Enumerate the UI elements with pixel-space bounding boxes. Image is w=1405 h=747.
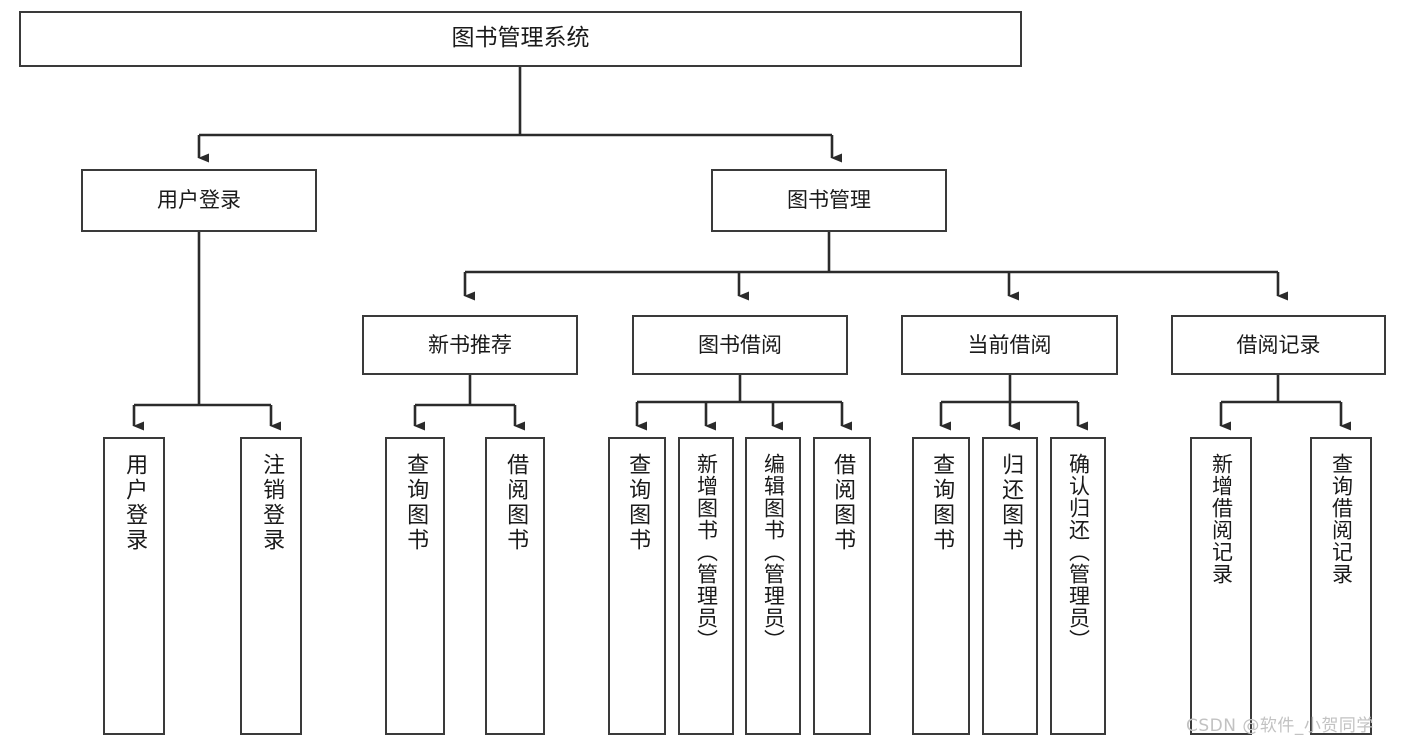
node-label: 图书借阅 [698,332,782,357]
node-label: 查询图书 [929,453,955,553]
node-leaf-user-login[interactable]: 用户登录 [103,437,165,735]
node-book-borrow[interactable]: 图书借阅 [632,315,848,375]
node-leaf-logout[interactable]: 注销登录 [240,437,302,735]
node-label: 借阅图书 [503,453,529,553]
node-leaf-query-record[interactable]: 查询借阅记录 [1310,437,1372,735]
node-leaf-add-record[interactable]: 新增借阅记录 [1190,437,1252,735]
node-leaf-add-book[interactable]: 新增图书（管理员） [678,437,734,735]
node-label: 当前借阅 [967,332,1052,357]
node-label: 新书推荐 [428,332,512,357]
node-label: 用户登录 [122,453,148,553]
csdn-watermark: CSDN @软件_小贺同学 [1186,716,1374,736]
node-label: 图书管理 [787,188,871,213]
node-leaf-confirm-return[interactable]: 确认归还（管理员） [1050,437,1106,735]
node-label: 新增借阅记录 [1209,453,1234,585]
node-label: 归还图书 [998,453,1024,553]
node-label: 编辑图书（管理员） [761,453,786,651]
node-leaf-borrow-book-1[interactable]: 借阅图书 [485,437,545,735]
node-user-login[interactable]: 用户登录 [81,169,317,232]
node-label: 查询借阅记录 [1329,453,1354,585]
node-label: 用户登录 [157,188,241,213]
node-label: 借阅图书 [830,453,856,553]
node-borrow-record[interactable]: 借阅记录 [1171,315,1386,375]
node-leaf-query-book-3[interactable]: 查询图书 [912,437,970,735]
node-leaf-edit-book[interactable]: 编辑图书（管理员） [745,437,801,735]
node-label: 查询图书 [625,453,651,553]
node-label: 查询图书 [403,453,429,553]
node-current-borrow[interactable]: 当前借阅 [901,315,1118,375]
node-label: 图书管理系统 [451,25,590,52]
node-book-manage[interactable]: 图书管理 [711,169,947,232]
node-root-system[interactable]: 图书管理系统 [19,11,1022,67]
node-label: 确认归还（管理员） [1066,453,1091,651]
node-leaf-query-book-1[interactable]: 查询图书 [385,437,445,735]
node-label: 新增图书（管理员） [694,453,719,651]
node-leaf-return-book[interactable]: 归还图书 [982,437,1038,735]
node-leaf-borrow-book-2[interactable]: 借阅图书 [813,437,871,735]
node-label: 借阅记录 [1236,332,1321,357]
node-label: 注销登录 [259,453,285,553]
node-leaf-query-book-2[interactable]: 查询图书 [608,437,666,735]
node-new-book-rec[interactable]: 新书推荐 [362,315,578,375]
